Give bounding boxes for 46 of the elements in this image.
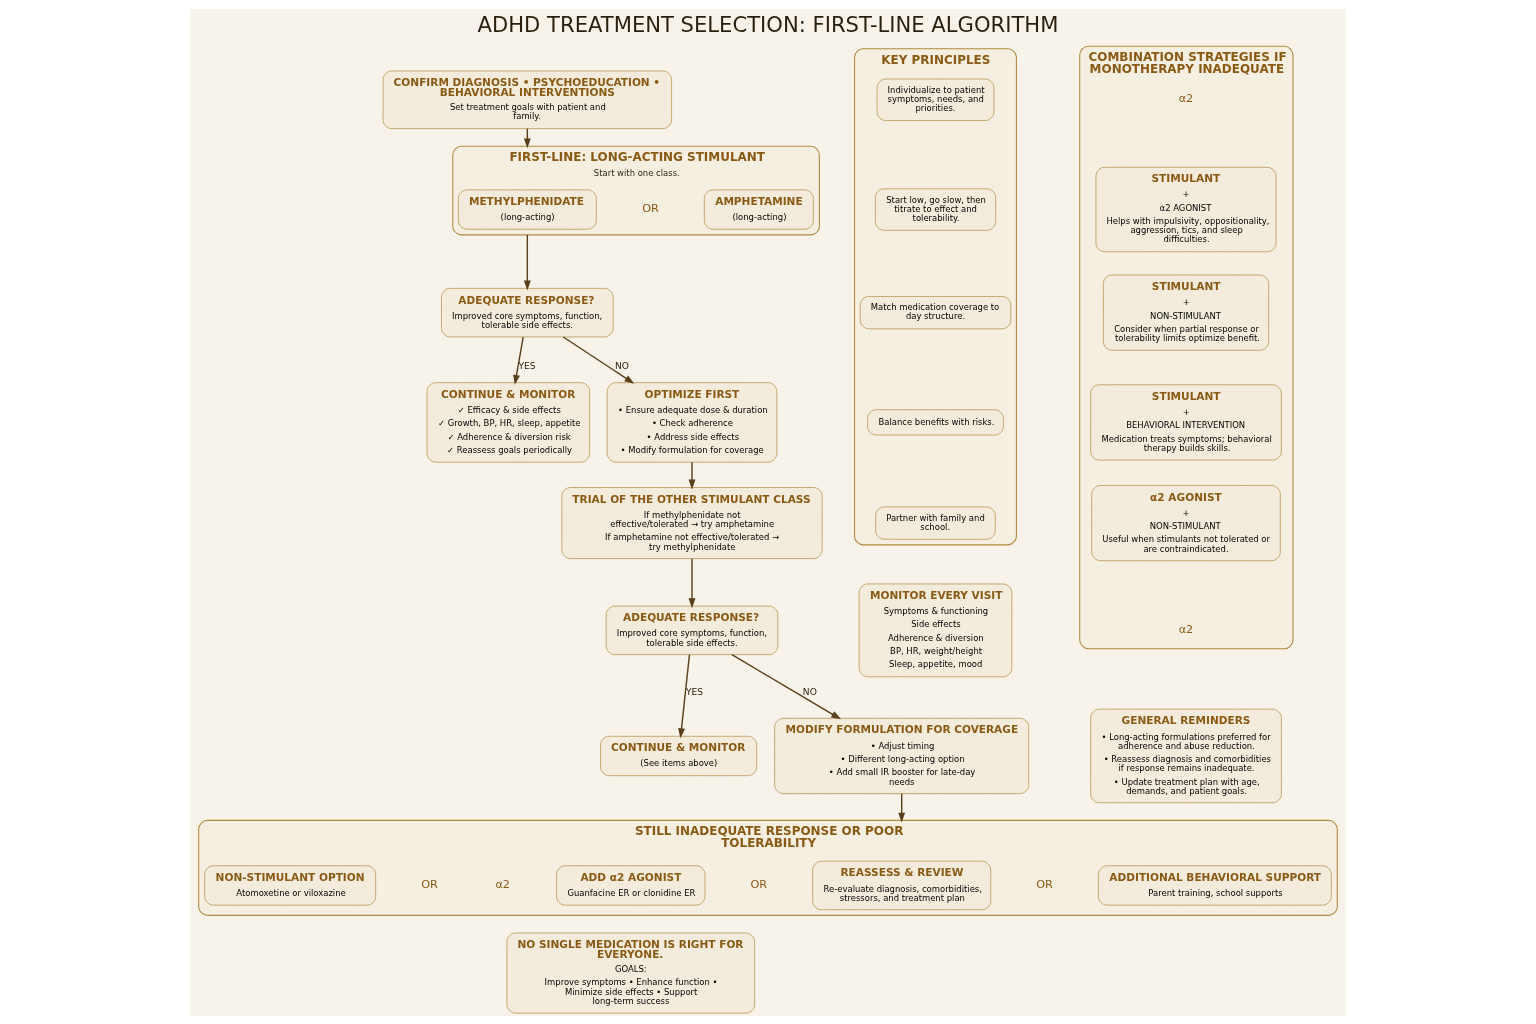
label: α2: [495, 877, 510, 891]
arrow: [562, 335, 635, 384]
node-box: CONFIRM DIAGNOSIS • PSYCHOEDUCATION • BEHAVIORAL INTERVENTIONS Set treatment goals with patient and family.: [382, 70, 672, 129]
label: OR: [1036, 877, 1053, 891]
node-box: Partner with family and school.: [875, 506, 996, 540]
node-box: OPTIMIZE FIRST • Ensure adequate dose & duration • Check adherence • Address side effects • Modify formulation for coverage: [606, 381, 778, 463]
node-box: METHYLPHENIDATE (long-acting): [458, 189, 597, 230]
node-box: α2 AGONIST + NON-STIMULANT Useful when stimulants not tolerated or are contraindicated.: [1091, 484, 1281, 561]
label: α2: [1178, 622, 1194, 636]
node-box: Balance benefits with risks.: [867, 408, 1004, 435]
node-box: NON-STIMULANT OPTION Atomoxetine or viloxazine: [204, 864, 377, 905]
diagram-title: ADHD TREATMENT SELECTION: FIRST-LINE ALGORITHM: [477, 11, 1059, 37]
label: OR: [750, 877, 768, 891]
node-box: ADEQUATE RESPONSE? Improved core symptoms, function, tolerable side effects.: [605, 605, 779, 655]
node-box: REASSESS & REVIEW Re-evaluate diagnosis, comorbidities, stressors, and treatment plan: [812, 860, 992, 910]
node-box: ADDITIONAL BEHAVIORAL SUPPORT Parent training, school supports: [1098, 864, 1332, 905]
arrow: [731, 653, 842, 719]
node-box: Start low, go slow, then titrate to effect and tolerability.: [874, 187, 996, 231]
node-box: CONTINUE & MONITOR ✓ Efficacy & side effects ✓ Growth, BP, HR, sleep, appetite ✓ Adherence & diversion risk ✓ Reassess goals periodically: [426, 381, 590, 463]
node-box: ADEQUATE RESPONSE? Improved core symptoms, function, tolerable side effects.: [441, 287, 614, 337]
node-box: Individualize to patient symptoms, needs, and priorities.: [876, 78, 995, 121]
node-box: MONITOR EVERY VISIT Symptoms & functioning Side effects Adherence & diversion BP, HR, weight/height Sleep, appetite, mood: [858, 583, 1013, 677]
edge-label: NO: [802, 686, 817, 697]
node-box: MODIFY FORMULATION FOR COVERAGE • Adjust timing • Different long-acting option • Add small IR booster for late-day needs: [774, 717, 1030, 794]
node-box: STIMULANT + NON-STIMULANT Consider when partial response or tolerability limits optimize benefit.: [1102, 274, 1270, 351]
arrow: [898, 792, 906, 822]
node-box: STIMULANT + α2 AGONIST Helps with impulsivity, oppositionality, aggression, tics, and sleep difficulties.: [1095, 166, 1277, 252]
edge-label: YES: [685, 686, 704, 697]
arrow: [523, 233, 531, 290]
node-box: GENERAL REMINDERS • Long-acting formulations preferred for adherence and abuse reduction. • Reassess diagnosis and comorbidities if response remains inadequate. • Update treatment plan with age, demands, and patient goals.: [1090, 708, 1282, 803]
label: OR: [642, 201, 659, 215]
arrow: [688, 557, 696, 608]
edge-label: NO: [614, 360, 629, 371]
node-box: CONTINUE & MONITOR (See items above): [600, 735, 758, 776]
node-box: AMPHETAMINE (long-acting): [703, 189, 814, 230]
edge-label: YES: [518, 360, 536, 371]
node-box: ADD α2 AGONIST Guanfacine ER or clonidine ER: [556, 864, 706, 905]
arrow: [688, 461, 696, 489]
node-box: Match medication coverage to day structure.: [859, 295, 1012, 329]
label: α2: [1178, 91, 1194, 105]
node-box: STIMULANT + BEHAVIORAL INTERVENTION Medication treats symptoms; behavioral therapy builds skills.: [1090, 383, 1282, 460]
label: OR: [421, 877, 438, 891]
arrow: [513, 335, 524, 385]
node-box: TRIAL OF THE OTHER STIMULANT CLASS If methylphenidate not effective/tolerated → try amphetamine If amphetamine not effective/tolerated → try methylphenidate: [561, 486, 823, 559]
arrow: [678, 653, 691, 738]
node-box: NO SINGLE MEDICATION IS RIGHT FOR EVERYONE. GOALS: Improve symptoms • Enhance function • Minimize side effects • Support long-term success: [506, 932, 755, 1014]
